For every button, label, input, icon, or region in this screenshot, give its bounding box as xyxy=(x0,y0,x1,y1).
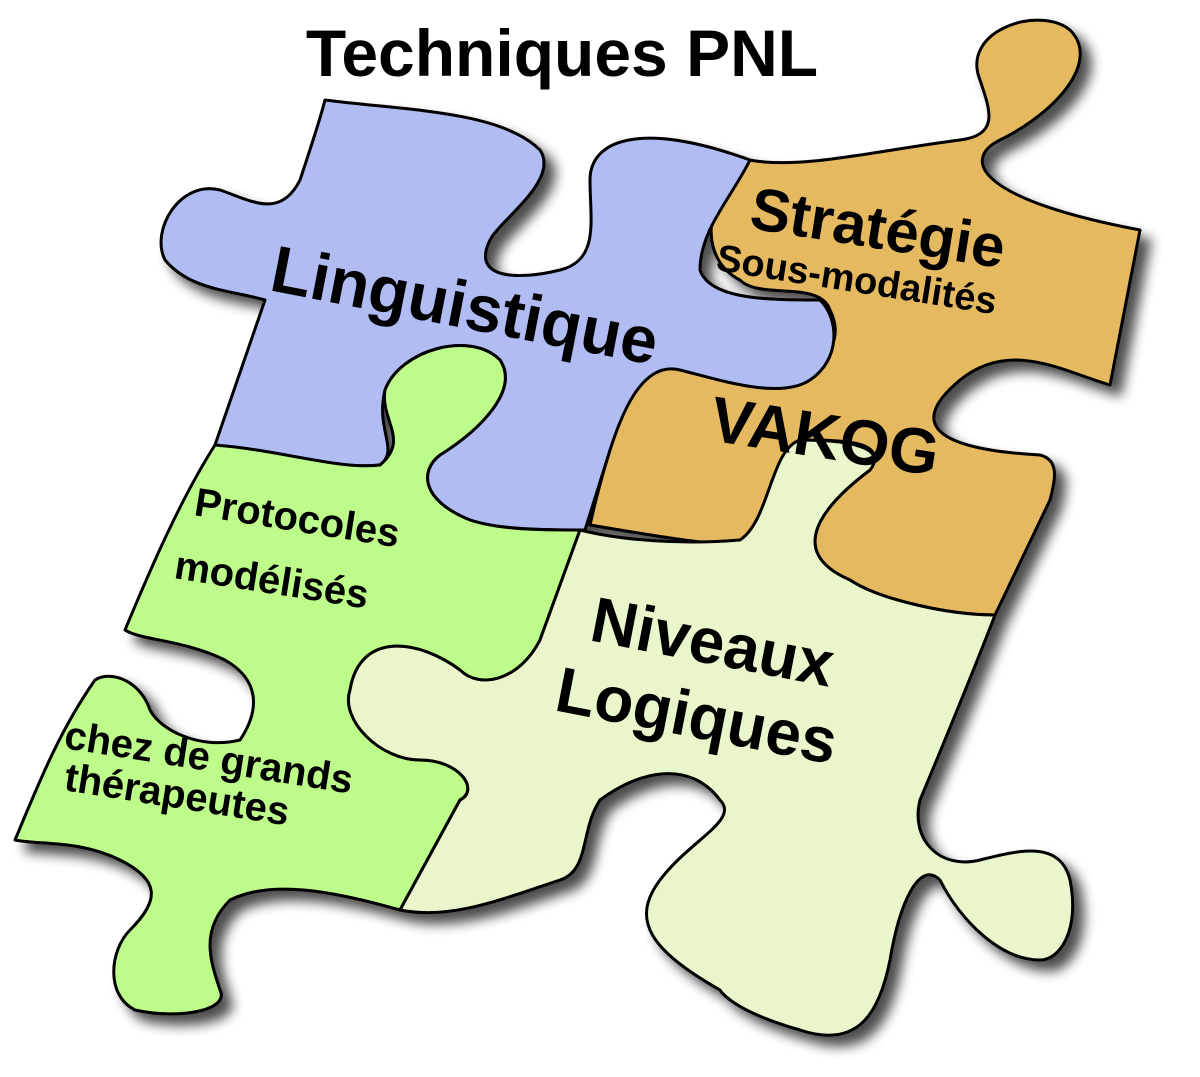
piece-linguistique xyxy=(159,98,836,532)
piece-niveaux xyxy=(347,438,1075,1037)
piece-protocoles xyxy=(13,344,582,1016)
diagram-title: Techniques PNL xyxy=(306,16,818,90)
